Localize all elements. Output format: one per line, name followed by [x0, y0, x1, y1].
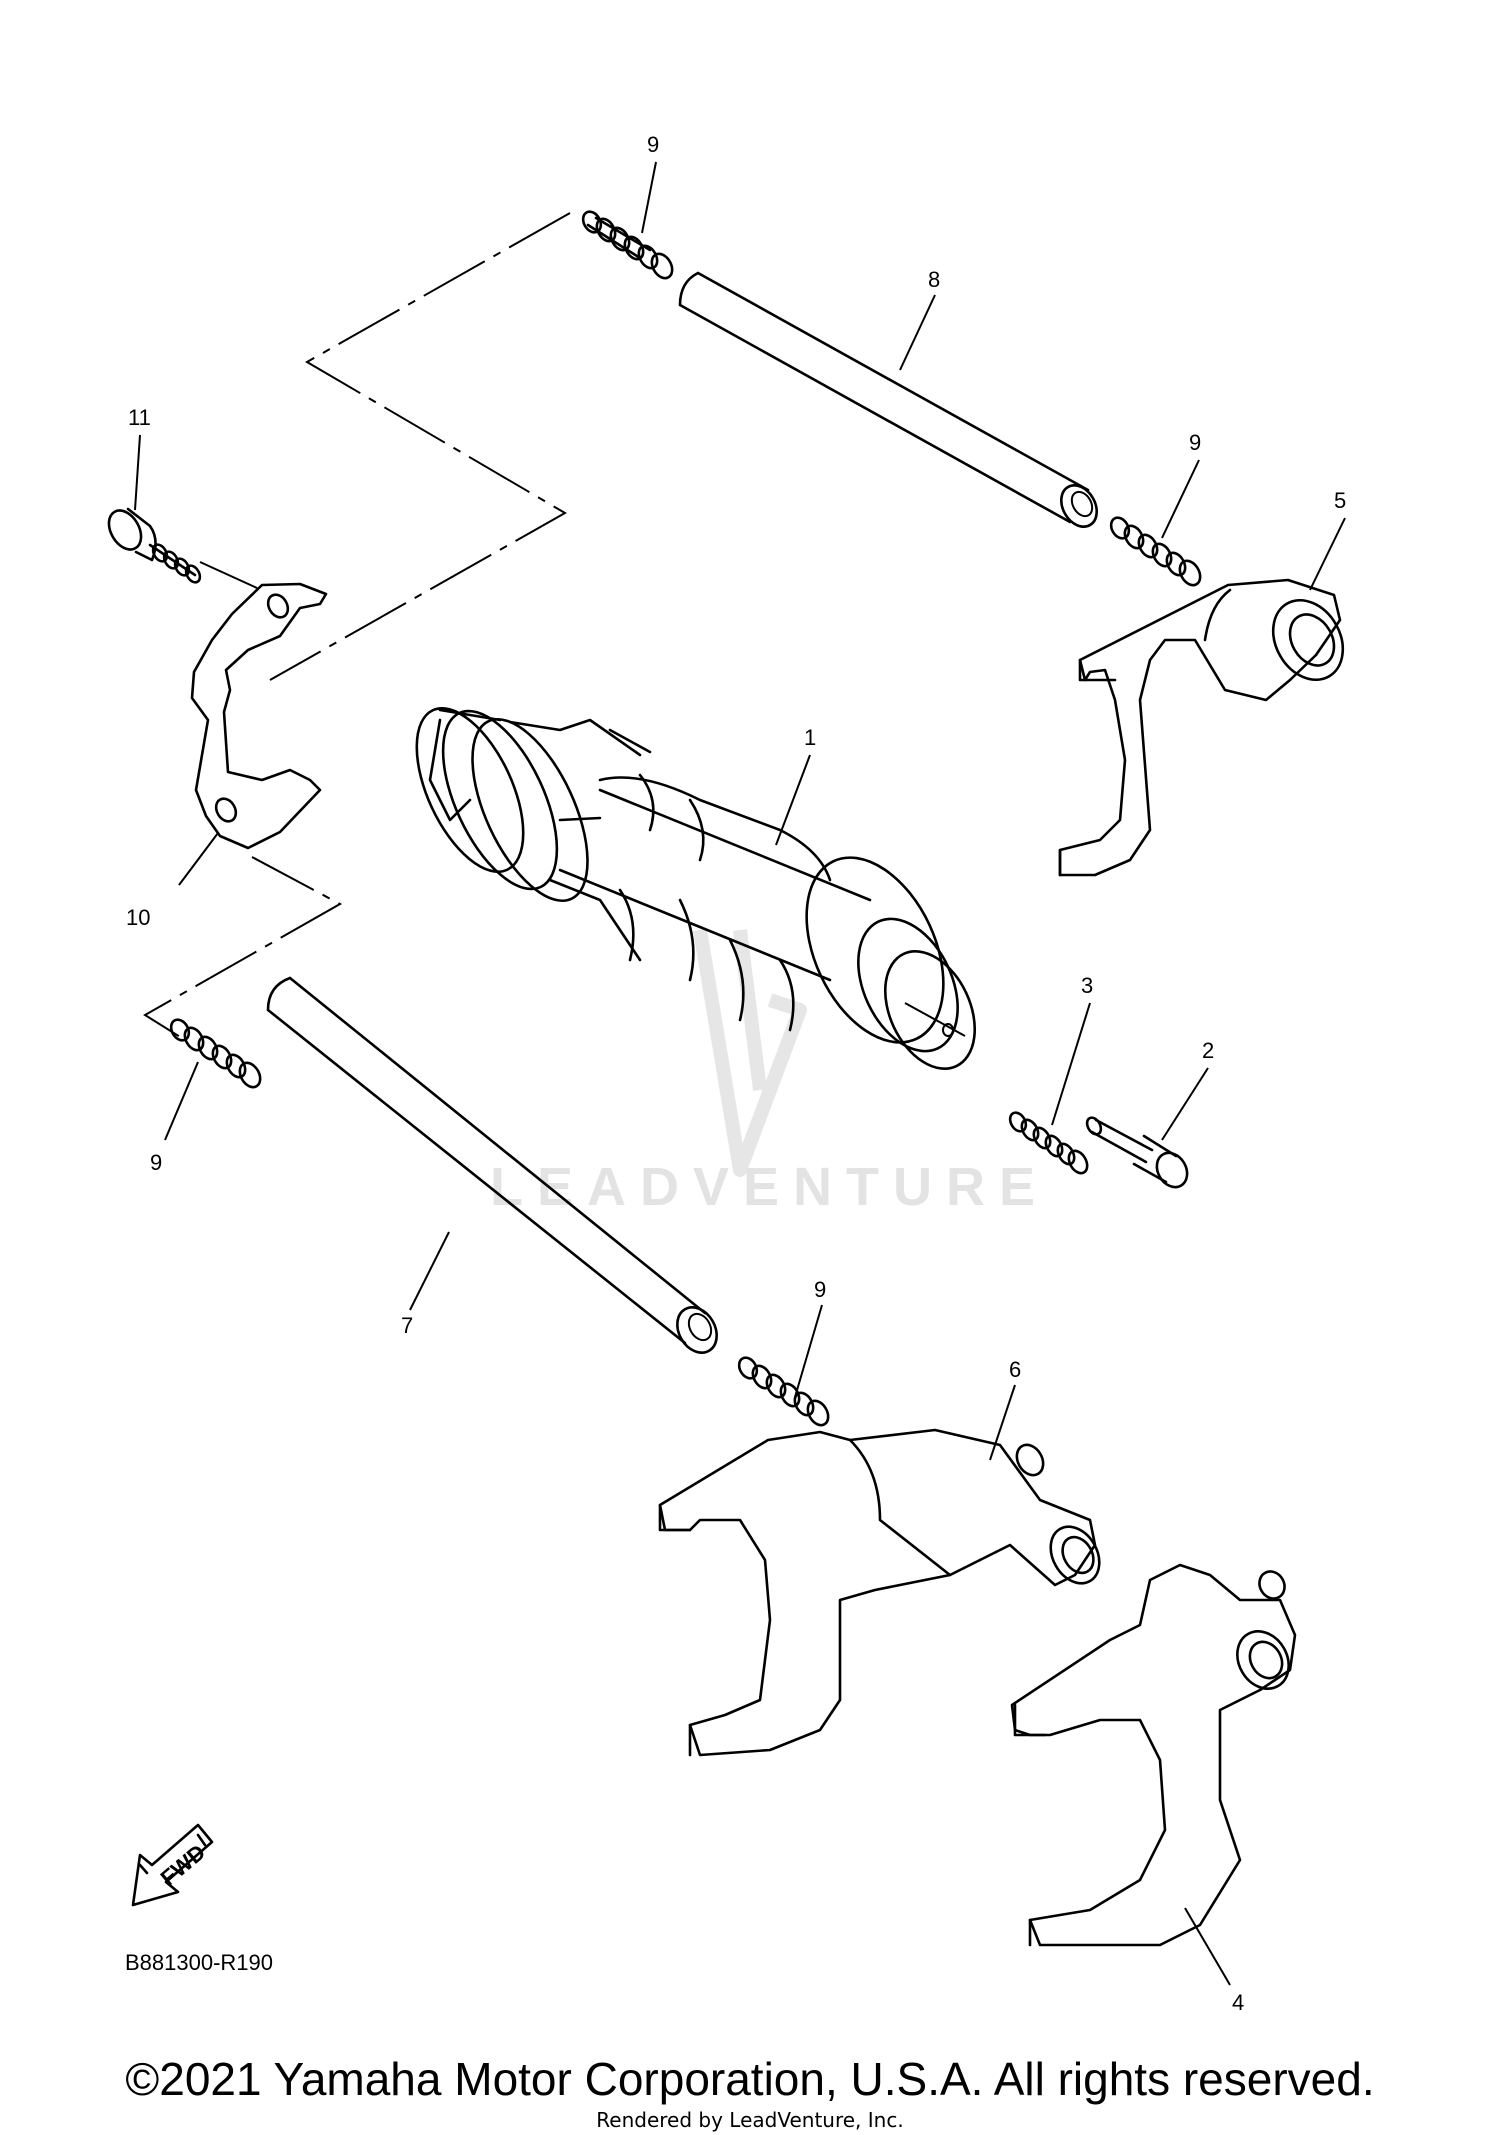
bolt-part-11	[107, 507, 202, 584]
callout-numbers: 9 8 9 5 11 10 1 3 2 9 7 9 6 4	[126, 132, 1346, 2015]
watermark-text: LEADVENTURE	[490, 1157, 1049, 1217]
callout-11: 11	[128, 405, 151, 430]
callout-10: 10	[126, 905, 150, 930]
spring-part-9-left	[169, 1018, 262, 1089]
leadventure-watermark-logo: LEADVENTURE	[490, 928, 1049, 1217]
spring-part-9-bottom	[737, 1356, 830, 1427]
shift-fork-part-5	[1058, 578, 1345, 877]
callout-9-left: 9	[150, 1150, 162, 1175]
callout-1: 1	[804, 725, 816, 750]
callout-5: 5	[1334, 488, 1346, 513]
callout-2: 2	[1202, 1038, 1214, 1063]
callout-9-right: 9	[1189, 430, 1201, 455]
callout-7: 7	[401, 1313, 413, 1338]
callout-4: 4	[1232, 1990, 1244, 2015]
callout-9-top: 9	[647, 132, 659, 157]
shift-fork-shaft-part-7	[266, 976, 718, 1354]
callout-3: 3	[1081, 973, 1093, 998]
shift-fork-part-6	[658, 1428, 1101, 1757]
stopper-plate-part-10	[190, 582, 328, 850]
callout-leader-lines	[134, 161, 1346, 1986]
copyright-notice: ©2021 Yamaha Motor Corporation, U.S.A. A…	[125, 2053, 1375, 2105]
fwd-arrow-icon: FWD	[131, 1823, 214, 1907]
callout-6: 6	[1009, 1357, 1021, 1382]
rendered-by-note: Rendered by LeadVenture, Inc.	[596, 2108, 904, 2132]
shift-drum-part-1	[415, 706, 977, 1070]
shift-fork-part-4	[1010, 1563, 1297, 1947]
spring-part-3	[1008, 1111, 1089, 1175]
callout-8: 8	[928, 267, 940, 292]
diagram-code: B881300-R190	[125, 1950, 273, 1975]
fwd-label: FWD	[156, 1839, 210, 1890]
spring-part-9-top	[581, 210, 674, 280]
callout-9-bottom: 9	[814, 1277, 826, 1302]
shift-fork-shaft-part-8	[678, 271, 1098, 528]
pin-part-2	[1085, 1116, 1189, 1189]
spring-part-9-right	[1109, 516, 1202, 587]
assembly-guide-lines	[143, 212, 966, 1041]
